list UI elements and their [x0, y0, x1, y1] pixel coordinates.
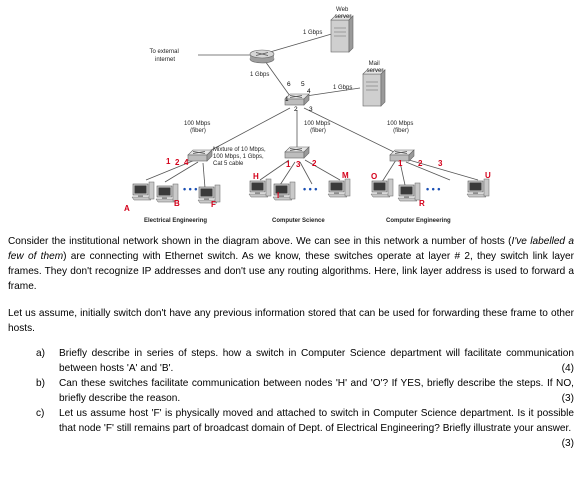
- question-b: b) Can these switches facilitate communi…: [8, 376, 574, 406]
- host-label-f: F: [211, 200, 216, 209]
- port-number: 4: [307, 88, 311, 95]
- link-speed-label: 1 Gbps: [250, 72, 269, 78]
- host-h-computer-icon: [248, 178, 272, 198]
- ee-switch-icon: [187, 149, 213, 162]
- port-number: 5: [301, 81, 305, 88]
- port-number: 2: [294, 106, 298, 113]
- web-server-label: Web server: [335, 7, 352, 20]
- question-c: c) Let us assume host 'F' is physically …: [8, 406, 574, 449]
- host-a-computer-icon: [131, 181, 155, 201]
- link-speed-label: 100 Mbps (fiber): [184, 121, 212, 134]
- dept-label-computer-engineering: Computer Engineering: [386, 218, 451, 224]
- port-number: 4: [184, 158, 189, 167]
- port-number: 2: [312, 159, 317, 168]
- host-label-m: M: [342, 171, 349, 180]
- host-label-o: O: [371, 172, 377, 181]
- port-number: 3: [438, 159, 443, 168]
- link-speed-label: 1 Gbps: [333, 85, 352, 91]
- host-r-computer-icon: [397, 182, 421, 202]
- assumption-paragraph: Let us assume, initially switch don't ha…: [8, 308, 574, 334]
- port-number: 2: [175, 158, 180, 167]
- dept-label-computer-science: Computer Science: [272, 218, 325, 224]
- host-u-computer-icon: [466, 178, 490, 198]
- intro-paragraph: Consider the institutional network shown…: [8, 236, 574, 292]
- port-number: 1: [286, 160, 291, 169]
- port-number: 3: [296, 160, 301, 169]
- more-hosts-ellipsis: • • •: [303, 184, 317, 194]
- question-label: c): [36, 408, 45, 419]
- host-label-u: U: [485, 171, 491, 180]
- host-label-r: R: [419, 199, 425, 208]
- dept-label-electrical: Electrical Engineering: [144, 218, 207, 224]
- mail-server-icon: [362, 69, 386, 107]
- question-body: Let us assume host 'F' is physically mov…: [59, 408, 574, 434]
- italic-note: I've labelled a few of them: [8, 236, 574, 262]
- question-marks: (3): [561, 438, 574, 449]
- host-f-computer-icon: [197, 184, 221, 204]
- more-hosts-ellipsis: • • •: [183, 184, 197, 194]
- links: [145, 32, 479, 189]
- link-speed-label: 1 Gbps: [303, 30, 322, 36]
- question-label: a): [36, 348, 45, 359]
- more-hosts-ellipsis: • • •: [426, 184, 440, 194]
- host-label-h: H: [253, 172, 259, 181]
- question-text: Consider the institutional network shown…: [8, 234, 574, 451]
- question-marks: (4): [561, 363, 574, 374]
- question-a: a) Briefly describe in series of steps. …: [8, 346, 574, 376]
- host-m-computer-icon: [327, 178, 351, 198]
- port-number: 3: [309, 106, 313, 113]
- network-diagram: To external internet Web server Mail ser…: [124, 7, 491, 224]
- question-body: Can these switches facilitate communicat…: [59, 378, 574, 404]
- host-label-a: A: [124, 204, 130, 213]
- mail-server-label: Mail server: [367, 61, 384, 74]
- port-number: 1: [398, 159, 403, 168]
- link-speed-label: 100 Mbps (fiber): [387, 121, 415, 134]
- host-label-b: B: [174, 199, 180, 208]
- router-icon: [249, 49, 275, 64]
- question-label: b): [36, 378, 45, 389]
- web-server-icon: [330, 15, 354, 53]
- external-internet-label: To external internet: [149, 49, 180, 63]
- question-body: Briefly describe in series of steps. how…: [59, 348, 574, 374]
- port-number: 1: [166, 157, 171, 166]
- port-number: 6: [287, 81, 291, 88]
- question-marks: (3): [561, 393, 574, 404]
- cs-switch-icon: [284, 146, 310, 159]
- host-o-computer-icon: [370, 178, 394, 198]
- host-label-i: I: [277, 191, 279, 200]
- link-speed-label: 100 Mbps (fiber): [304, 121, 332, 134]
- port-number: 1: [285, 96, 289, 103]
- port-number: 2: [418, 159, 423, 168]
- cable-mixture-label: Mixture of 10 Mbps, 100 Mbps, 1 Gbps, Ca…: [213, 147, 267, 167]
